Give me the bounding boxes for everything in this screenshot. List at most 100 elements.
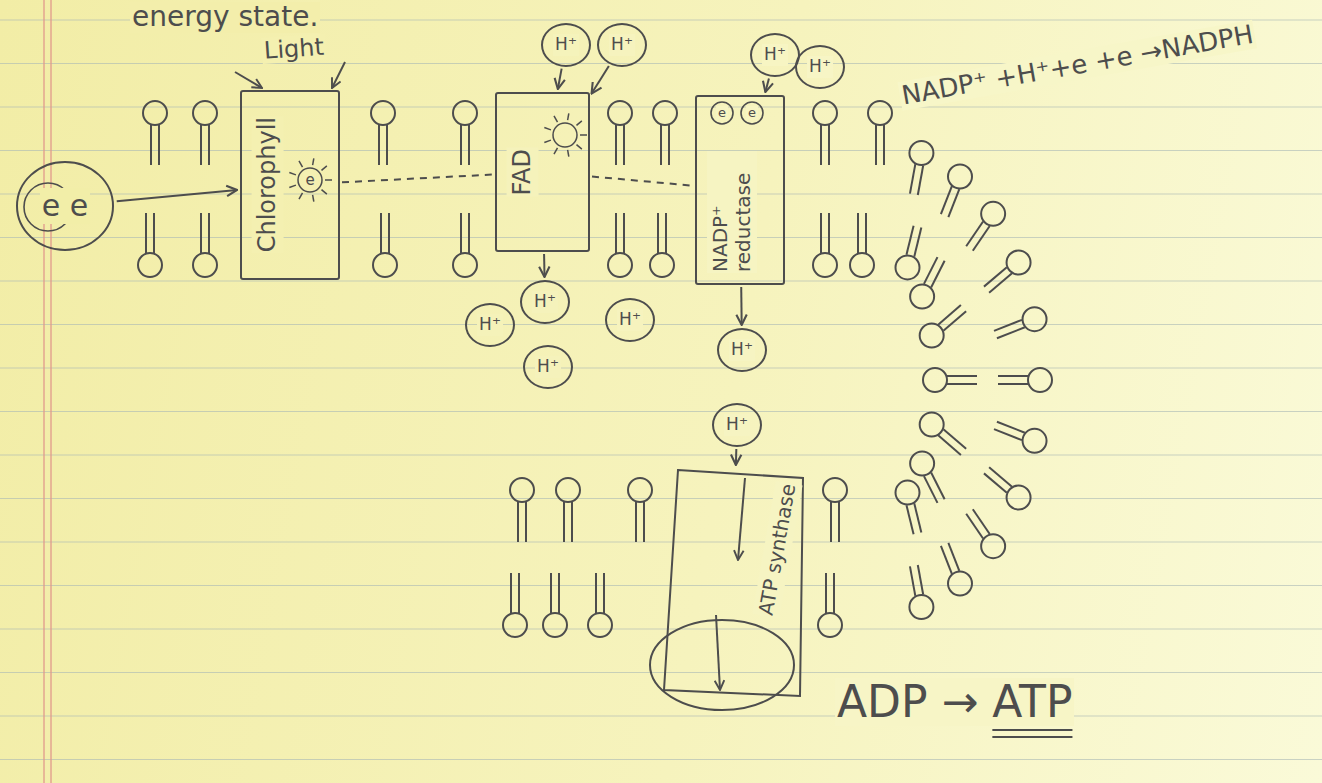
node-text: H⁺	[477, 314, 503, 336]
electron-label: e	[303, 172, 316, 189]
node-text: H⁺	[535, 356, 561, 378]
proton-circle: H⁺	[520, 280, 570, 324]
node-outline	[17, 162, 113, 250]
underline	[992, 736, 1072, 738]
phospholipid	[896, 226, 922, 280]
phospholipid	[984, 251, 1031, 293]
phospholipid	[813, 213, 837, 277]
phospholipid	[453, 213, 477, 277]
connector	[543, 254, 545, 277]
proton-circle: H⁺	[541, 23, 591, 67]
phospholipid	[608, 213, 632, 277]
ruled-lines	[0, 20, 1322, 760]
proton-circle: H⁺	[605, 298, 655, 342]
ruled-line	[0, 759, 1322, 760]
phospholipid-bilayer	[138, 101, 1052, 637]
connector	[592, 177, 692, 186]
phospholipid	[193, 213, 217, 277]
connector	[765, 78, 769, 92]
node-text: Chlorophyll	[252, 116, 284, 253]
node-text: NADP⁺ reductase	[707, 151, 757, 273]
electron-ring	[741, 102, 763, 124]
phospholipid	[373, 213, 397, 277]
connector	[735, 449, 737, 465]
phospholipid	[650, 213, 674, 277]
phospholipid	[909, 141, 933, 195]
note-text: energy state.	[130, 2, 320, 33]
phospholipid	[628, 478, 652, 542]
ruled-line	[0, 715, 1322, 716]
phospholipid	[923, 368, 977, 392]
electron-label: e	[746, 106, 758, 120]
phospholipid	[896, 481, 922, 535]
phospholipid	[909, 565, 933, 619]
phospholipid	[850, 213, 874, 277]
enzyme-box: FAD	[495, 92, 590, 252]
margin-line	[43, 0, 44, 783]
light-label: Light	[261, 34, 327, 65]
electron-circle: e e	[15, 160, 115, 252]
phospholipid	[823, 478, 847, 542]
node-text: e e	[40, 188, 90, 225]
phospholipid	[813, 101, 837, 165]
phospholipid	[966, 509, 1005, 558]
electron-ring	[711, 102, 733, 124]
phospholipid	[556, 478, 580, 542]
proton-circle: H⁺	[750, 33, 800, 77]
ruled-line	[0, 367, 1322, 368]
phospholipid	[941, 164, 972, 217]
ruled-line	[0, 628, 1322, 629]
phospholipid	[818, 573, 842, 637]
ruled-line	[0, 541, 1322, 542]
phospholipid	[910, 257, 944, 308]
phospholipid	[994, 307, 1047, 338]
phospholipid	[608, 101, 632, 165]
phospholipid	[868, 101, 892, 165]
node-text: H⁺	[553, 34, 579, 56]
phospholipid	[588, 573, 612, 637]
chlorophyll-box: Chlorophyll	[240, 90, 340, 280]
node-text: H⁺	[532, 291, 558, 313]
phospholipid	[994, 422, 1047, 453]
connector	[740, 287, 742, 325]
margin-line	[50, 0, 51, 783]
node-text: H⁺	[762, 44, 788, 66]
reaction-text: ADP → ATP	[835, 678, 1074, 726]
node-text: FAD	[507, 148, 539, 197]
excited-electron-symbol	[544, 113, 587, 156]
ruled-line	[0, 585, 1322, 586]
arrow-line	[332, 62, 345, 88]
margin-lines	[44, 0, 51, 783]
ruled-line	[0, 324, 1322, 325]
phospholipid	[193, 101, 217, 165]
ruled-line	[0, 498, 1322, 499]
node-text: H⁺	[609, 34, 635, 56]
phospholipid	[138, 213, 162, 277]
underline	[992, 729, 1072, 731]
phospholipid	[543, 573, 567, 637]
arrow-line	[716, 615, 720, 690]
phospholipid	[510, 478, 534, 542]
node-text: H⁺	[617, 309, 643, 331]
phospholipid	[503, 573, 527, 637]
connector	[592, 66, 609, 94]
phospholipid	[966, 202, 1005, 251]
arrow-line	[235, 72, 262, 88]
phospholipid	[910, 452, 944, 503]
ruled-line	[0, 280, 1322, 281]
equation-text: NADP⁺ +H⁺+e +e →NADPH	[898, 20, 1258, 111]
connector	[342, 175, 492, 183]
ruled-line	[0, 237, 1322, 238]
phospholipid	[998, 368, 1052, 392]
synthase-box: ATP synthase	[660, 468, 805, 700]
ruled-line	[0, 672, 1322, 673]
excited-electron-symbol	[289, 158, 332, 201]
phospholipid	[653, 101, 677, 165]
connector	[117, 190, 237, 201]
ruled-line	[0, 106, 1322, 107]
node-text: ATP synthase	[752, 481, 802, 619]
proton-circle: H⁺	[523, 345, 573, 389]
phospholipid	[941, 543, 972, 596]
